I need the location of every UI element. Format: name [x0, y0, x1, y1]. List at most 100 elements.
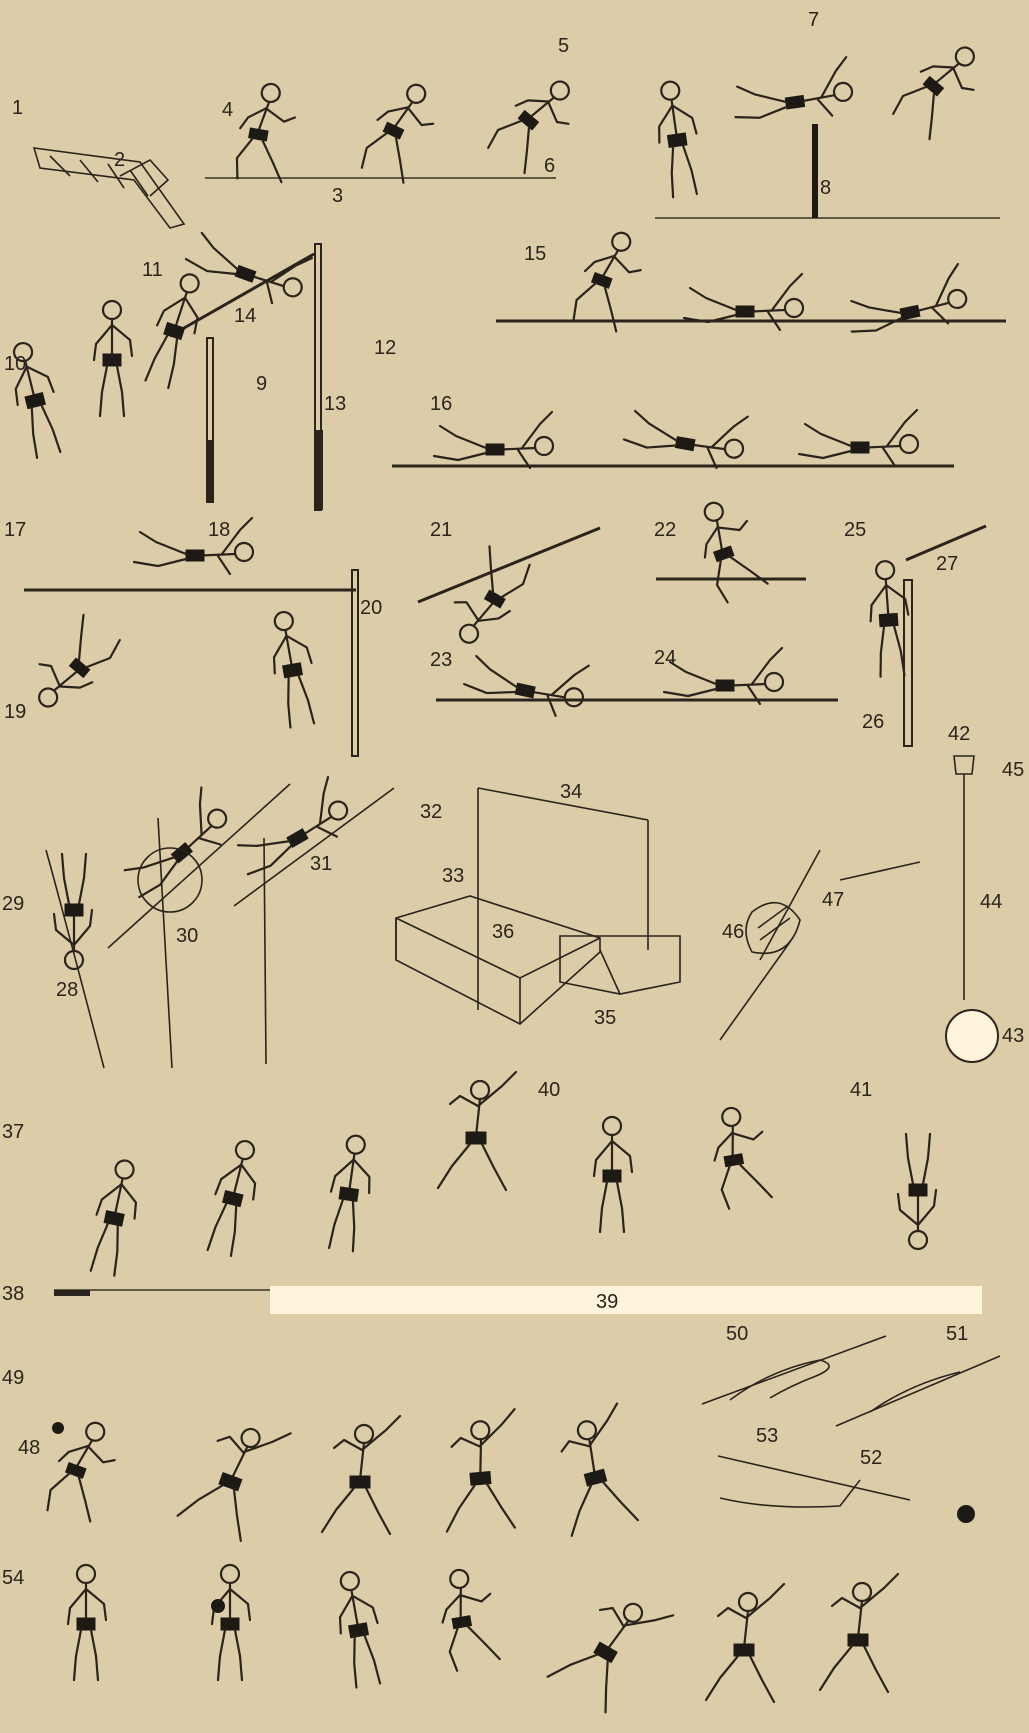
vertical-jumper-figure [867, 560, 913, 677]
label-39: 39 [596, 1292, 618, 1312]
label-12: 12 [374, 338, 396, 358]
label-49: 49 [2, 1368, 24, 1388]
label-46: 46 [722, 922, 744, 942]
high-jump-takeoff-figure [94, 301, 132, 416]
discus-stance-figure [68, 1565, 106, 1680]
label-40: 40 [538, 1080, 560, 1100]
label-9: 9 [256, 374, 267, 394]
vault-pole-3 [264, 838, 266, 1064]
label-52: 52 [860, 1448, 882, 1468]
high-jump-rise-figure [140, 269, 212, 390]
discus-crouch-figure [434, 1565, 502, 1672]
long-jump-flight-figure [594, 1117, 632, 1232]
shot-power-figure [322, 1416, 400, 1534]
set-position-figure [356, 76, 445, 188]
western-roll-figure-2 [622, 396, 749, 472]
sprint-start-figure [484, 68, 587, 177]
takeoff-board [54, 1290, 90, 1296]
long-jump-takeoff-figure [323, 1133, 377, 1252]
shot-dot [957, 1505, 975, 1523]
label-51: 51 [946, 1324, 968, 1344]
long-jump-run-figure [85, 1157, 146, 1277]
label-47: 47 [822, 890, 844, 910]
discus-ball [211, 1599, 225, 1613]
label-43: 43 [1002, 1026, 1024, 1046]
eastern-layout-figure [664, 648, 783, 704]
straddle-roll-figure [843, 264, 971, 344]
label-48: 48 [18, 1438, 40, 1458]
label-8: 8 [820, 178, 831, 198]
crouch-start-figure [232, 80, 300, 187]
hammer-grip [720, 850, 920, 1040]
label-45: 45 [1002, 760, 1024, 780]
javelin-grip-2 [836, 1356, 1000, 1426]
discus-drive-figure [547, 1576, 674, 1717]
label-13: 13 [324, 394, 346, 414]
flop-over-bar-figure [134, 518, 253, 574]
label-5: 5 [558, 36, 569, 56]
hurdler-approach-figure [651, 79, 705, 198]
landing-pit [270, 1286, 982, 1314]
vault-pole-2 [158, 818, 172, 1068]
vault-bar-3 [234, 788, 394, 906]
western-roll-figure-1 [434, 412, 553, 468]
label-6: 6 [544, 156, 555, 176]
flop-takeoff-figure [265, 609, 322, 729]
pole-vault-landing-pit [396, 788, 680, 1024]
label-36: 36 [492, 922, 514, 942]
flop-landing-figure [21, 611, 124, 720]
label-31: 31 [310, 854, 332, 874]
label-29: 29 [2, 894, 24, 914]
shot-shift-figure [177, 1407, 291, 1545]
label-37: 37 [2, 1122, 24, 1142]
label-34: 34 [560, 782, 582, 802]
label-18: 18 [208, 520, 230, 540]
discus-power-figure [706, 1584, 784, 1702]
flop-stand [352, 570, 358, 756]
long-jump-tuck-figure [706, 1103, 774, 1210]
label-3: 3 [332, 186, 343, 206]
label-16: 16 [430, 394, 452, 414]
hurdler-landing-figure [889, 34, 992, 143]
label-23: 23 [430, 650, 452, 670]
label-24: 24 [654, 648, 676, 668]
label-50: 50 [726, 1324, 748, 1344]
label-20: 20 [360, 598, 382, 618]
western-roll-figure-3 [799, 410, 918, 466]
shot-ball-1 [52, 1422, 64, 1434]
discus-turn-figure [331, 1569, 388, 1689]
label-19: 19 [4, 702, 26, 722]
dive-roll-figure [440, 542, 535, 654]
label-27: 27 [936, 554, 958, 574]
shot-release-figure [437, 1409, 525, 1533]
label-15: 15 [524, 244, 546, 264]
label-14: 14 [234, 306, 256, 326]
long-jump-stride-figure [202, 1137, 267, 1258]
label-7: 7 [808, 10, 819, 30]
label-1: 1 [12, 98, 23, 118]
vault-pole-1 [46, 850, 104, 1068]
label-35: 35 [594, 1008, 616, 1028]
label-25: 25 [844, 520, 866, 540]
label-41: 41 [850, 1080, 872, 1100]
label-32: 32 [420, 802, 442, 822]
long-jump-landing-figure [898, 1134, 936, 1249]
label-4: 4 [222, 100, 233, 120]
label-22: 22 [654, 520, 676, 540]
shot-follow-figure [542, 1404, 648, 1538]
label-11: 11 [142, 260, 163, 280]
discus-release-figure [820, 1574, 898, 1692]
label-53: 53 [756, 1426, 778, 1446]
label-38: 38 [2, 1284, 24, 1304]
label-33: 33 [442, 866, 464, 886]
label-44: 44 [980, 892, 1002, 912]
long-jump-hang-figure [438, 1072, 516, 1190]
vault-inverted-figure [54, 854, 92, 969]
label-54: 54 [2, 1568, 24, 1588]
label-26: 26 [862, 712, 884, 732]
javelin-grip-1 [702, 1336, 886, 1404]
starting-block [34, 148, 184, 228]
label-28: 28 [56, 980, 78, 1000]
label-42: 42 [948, 724, 970, 744]
vault-swing-arc [138, 848, 202, 912]
